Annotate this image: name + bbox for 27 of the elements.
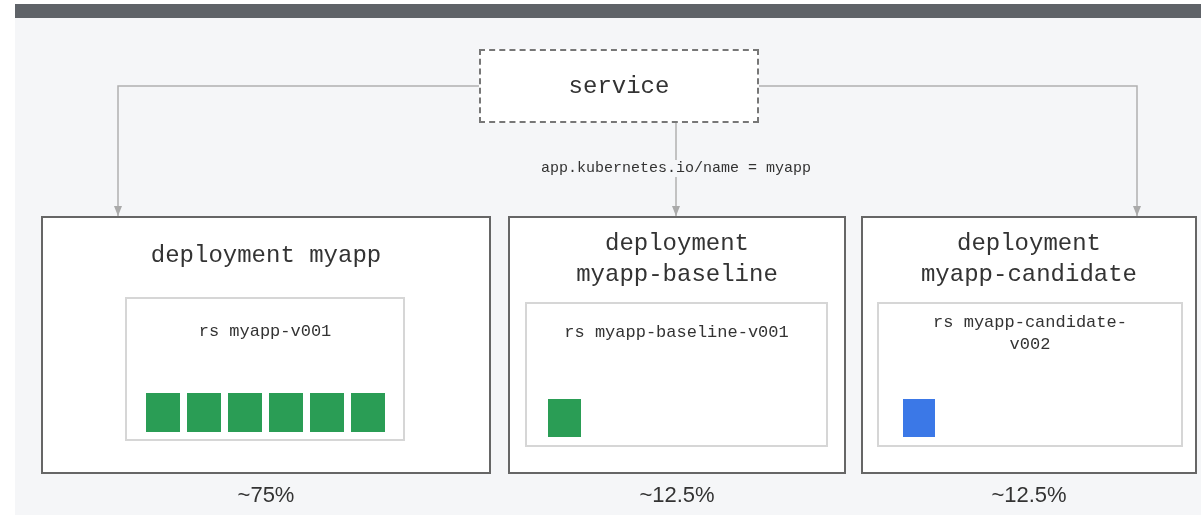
traffic-percentage: ~12.5% [991, 482, 1067, 508]
replicaset-name: rs myapp-v001 [197, 321, 333, 343]
replicaset-box [877, 302, 1183, 447]
service-box [479, 49, 759, 123]
pod-square [548, 399, 581, 437]
pod-square [228, 393, 262, 432]
replicaset-name: rs myapp-baseline-v001 [563, 322, 790, 344]
service-name: service [567, 72, 671, 102]
deployment-box [41, 216, 491, 474]
pod-square [310, 393, 344, 432]
deployment-box [508, 216, 846, 474]
traffic-percentage: ~12.5% [639, 482, 715, 508]
replicaset-box [125, 297, 405, 441]
connector-arrow [758, 85, 1142, 217]
deployment-name: deployment myapp [149, 241, 383, 271]
pod-square [351, 393, 385, 432]
pod-square [903, 399, 935, 437]
replicaset-name: rs myapp-candidate-v002 [932, 312, 1128, 357]
connector-arrow [113, 85, 480, 217]
deployment-box [861, 216, 1197, 474]
replicaset-box [525, 302, 828, 447]
pod-square [146, 393, 180, 432]
pod-square [187, 393, 221, 432]
deployment-name: deployment myapp-candidate [919, 229, 1138, 291]
deployment-name: deployment myapp-baseline [575, 229, 779, 291]
traffic-percentage: ~75% [237, 482, 295, 508]
pod-square [269, 393, 303, 432]
